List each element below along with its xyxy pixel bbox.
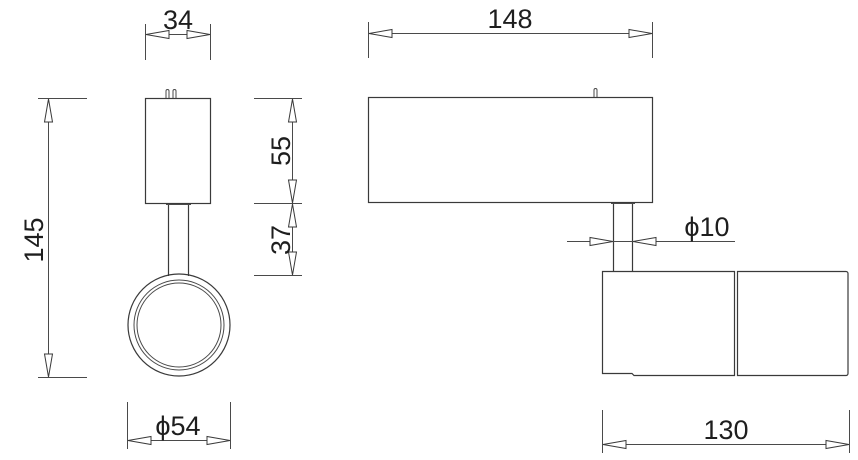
dim-label-head-length: 130 (703, 415, 748, 445)
front-driver-body (144, 97, 212, 205)
front-head-mid-ring (133, 279, 225, 371)
side-connector-pin (593, 88, 598, 97)
front-stem (167, 203, 190, 276)
side-stem (612, 202, 634, 271)
side-view (367, 88, 849, 377)
dim-label-body-height: 55 (266, 136, 296, 166)
dim-stem-diameter: ϕ10 (567, 212, 735, 247)
dim-body-height: 55 37 (254, 98, 302, 276)
front-head-inner-ring (136, 282, 222, 368)
dim-label-head-diameter: ϕ54 (155, 411, 200, 441)
side-head-rear (601, 270, 736, 377)
front-connector-pins (165, 89, 177, 98)
side-head-front (736, 270, 849, 377)
front-head-outer-ring (127, 273, 231, 377)
dim-body-width: 34 (145, 5, 211, 60)
dim-label-total-height: 145 (19, 217, 49, 262)
dim-head-length: 130 (602, 410, 850, 453)
dim-head-diameter: ϕ54 (127, 402, 231, 449)
dim-label-stem-height: 37 (266, 225, 296, 255)
dim-total-height: 145 (19, 98, 87, 378)
dim-label-body-length: 148 (487, 4, 532, 34)
front-view (127, 89, 231, 377)
dim-label-stem-diameter: ϕ10 (684, 212, 729, 242)
side-driver-body (367, 96, 654, 204)
dim-label-body-width: 34 (163, 5, 193, 35)
dim-body-length: 148 (368, 4, 653, 58)
